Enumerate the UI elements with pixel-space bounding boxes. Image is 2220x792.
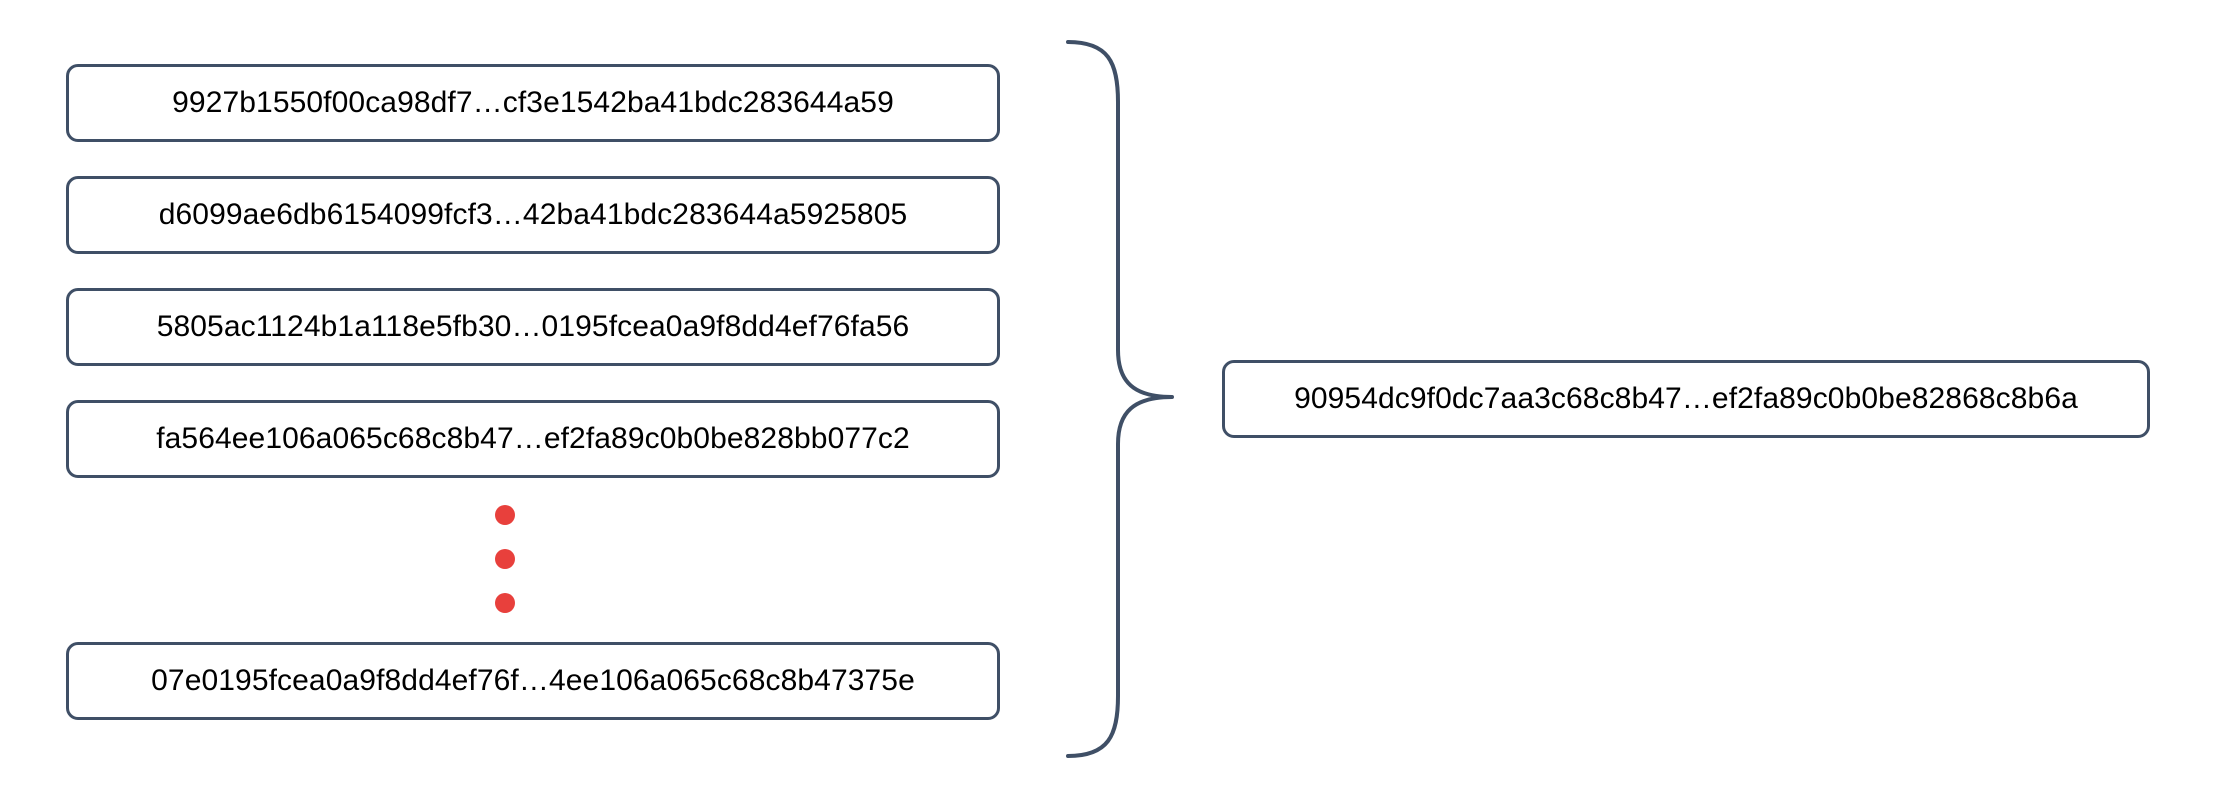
input-hash-text: d6099ae6db6154099fcf3…42ba41bdc283644a59… [158,198,908,231]
input-hash-box[interactable]: 07e0195fcea0a9f8dd4ef76f…4ee106a065c68c8… [66,642,1000,720]
curly-brace-icon [1050,20,1200,780]
input-hash-box[interactable]: 5805ac1124b1a118e5fb30…0195fcea0a9f8dd4e… [66,288,1000,366]
input-hash-box[interactable]: d6099ae6db6154099fcf3…42ba41bdc283644a59… [66,176,1000,254]
input-hash-box[interactable]: fa564ee106a065c68c8b47…ef2fa89c0b0be828b… [66,400,1000,478]
output-hash-text: 90954dc9f0dc7aa3c68c8b47…ef2fa89c0b0be82… [1294,382,2078,415]
input-hash-text: 9927b1550f00ca98df7…cf3e1542ba41bdc28364… [172,86,894,119]
ellipsis-dot-icon [495,593,515,613]
output-hash-box[interactable]: 90954dc9f0dc7aa3c68c8b47…ef2fa89c0b0be82… [1222,360,2150,438]
input-hash-box[interactable]: 9927b1550f00ca98df7…cf3e1542ba41bdc28364… [66,64,1000,142]
input-hash-text: 5805ac1124b1a118e5fb30…0195fcea0a9f8dd4e… [156,310,910,343]
ellipsis-dot-icon [495,505,515,525]
input-hash-text: fa564ee106a065c68c8b47…ef2fa89c0b0be828b… [156,422,910,455]
input-hash-text: 07e0195fcea0a9f8dd4ef76f…4ee106a065c68c8… [151,664,915,697]
vertical-ellipsis-icon [495,505,517,625]
ellipsis-dot-icon [495,549,515,569]
